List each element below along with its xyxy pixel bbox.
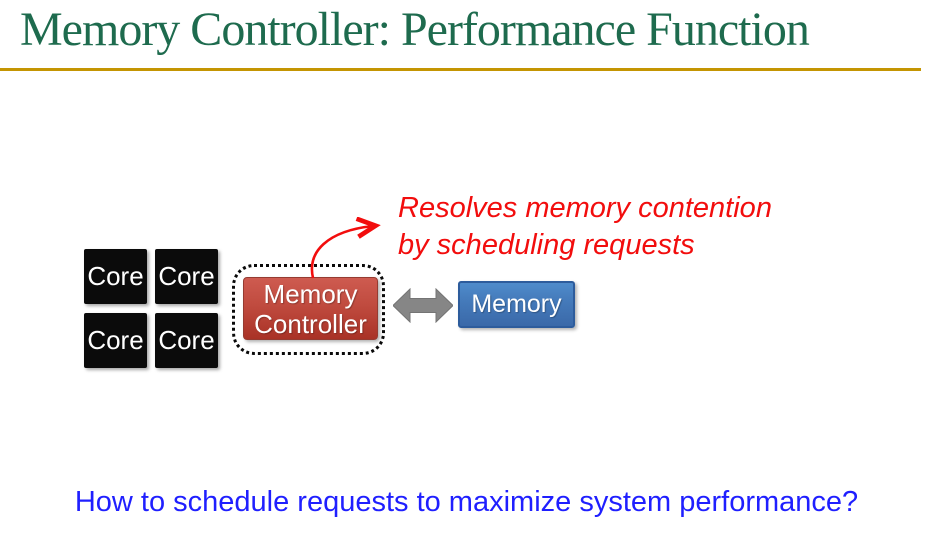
memory-box: Memory	[458, 281, 575, 328]
core-label: Core	[87, 261, 144, 291]
bidirectional-arrow-icon	[393, 288, 453, 323]
question-text: How to schedule requests to maximize sys…	[74, 486, 859, 518]
memory-label: Memory	[471, 290, 562, 318]
core-label: Core	[158, 261, 215, 291]
slide-title: Memory Controller: Performance Function	[20, 3, 810, 56]
core-box-4: Core	[155, 313, 218, 368]
core-box-1: Core	[84, 249, 147, 304]
core-box-3: Core	[84, 313, 147, 368]
annotation-line-2: by scheduling requests	[398, 229, 695, 261]
annotation-text: Resolves memory contention by scheduling…	[398, 190, 772, 264]
core-label: Core	[158, 325, 215, 355]
title-underline-rule	[0, 68, 921, 71]
annotation-line-1: Resolves memory contention	[398, 192, 772, 224]
memory-controller-dotted-outline	[232, 264, 385, 355]
memory-controller-box: Memory Controller	[243, 277, 378, 340]
annotation-curved-arrow-icon	[310, 212, 390, 279]
core-box-2: Core	[155, 249, 218, 304]
memory-controller-label: Memory Controller	[254, 278, 367, 339]
core-label: Core	[87, 325, 144, 355]
